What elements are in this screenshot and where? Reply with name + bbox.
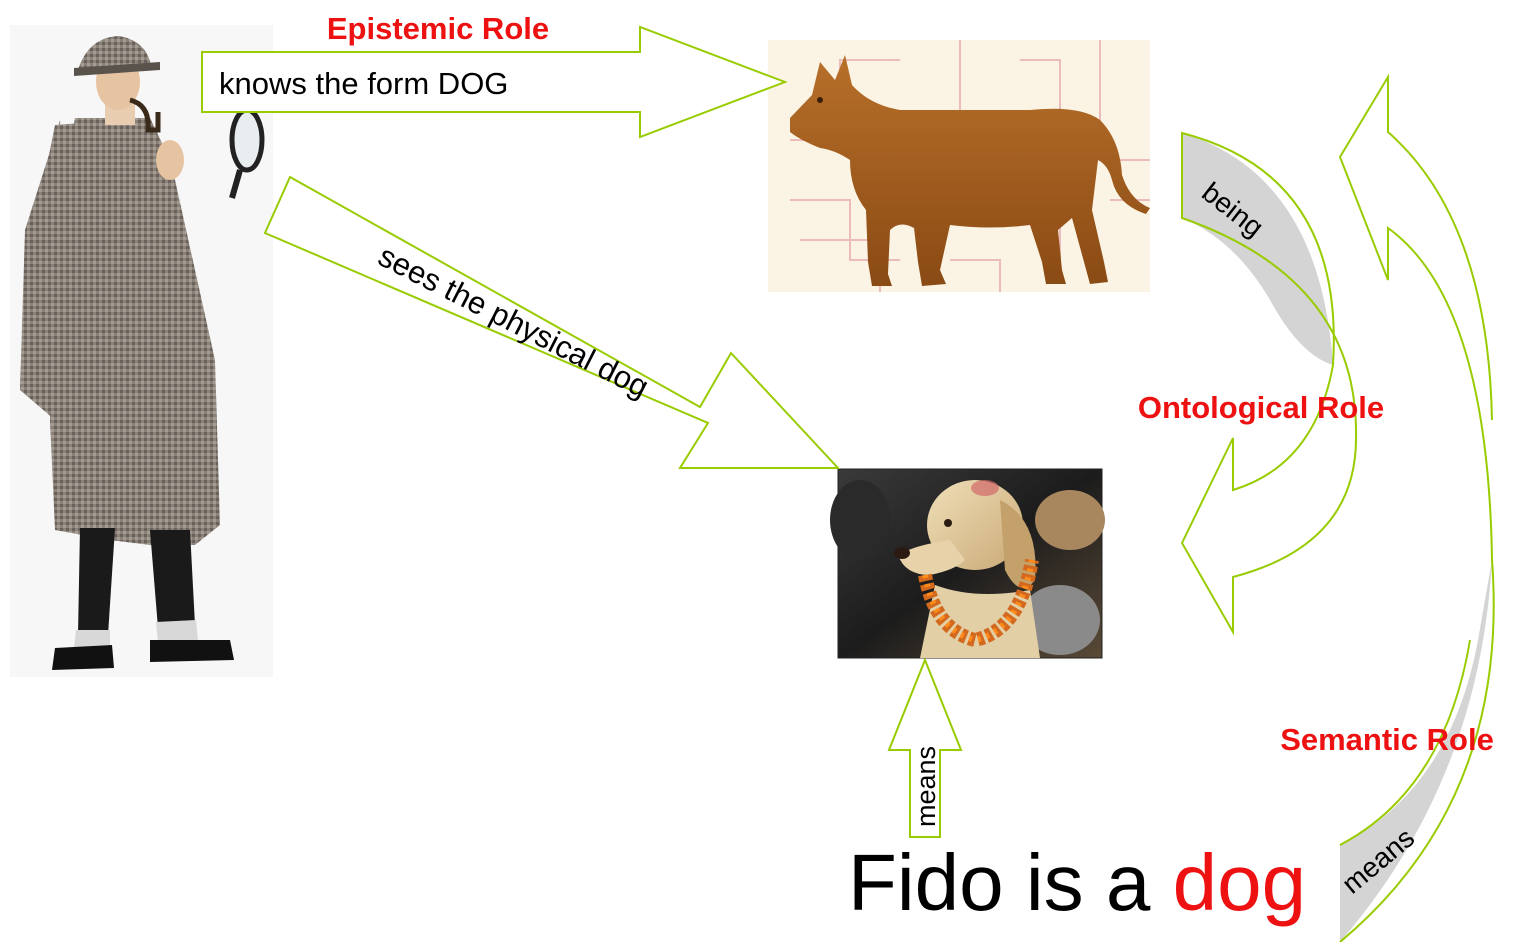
means-up-arrow (887, 657, 963, 838)
sees-arrow-label: sees the physical dog (373, 238, 655, 405)
semantic-role-title: Semantic Role (1280, 722, 1494, 757)
detective-figure (10, 25, 273, 677)
epistemic-arrow-label: knows the form DOG (219, 66, 508, 101)
epistemic-arrow (201, 25, 788, 139)
idealized-dog-drawing (768, 40, 1150, 292)
ontological-role-title: Ontological Role (1138, 390, 1384, 425)
sees-arrow (263, 175, 841, 469)
dog-photo (830, 468, 1105, 659)
sentence: Fido is a dog (848, 838, 1306, 927)
ontological-arrow (1180, 131, 1358, 636)
epistemic-role-title: Epistemic Role (327, 11, 549, 46)
sentence-part-plain: Fido is a (848, 838, 1173, 927)
sentence-part-dog: dog (1173, 838, 1306, 927)
semantic-arrow (1338, 73, 1495, 942)
means-up-label: means (911, 746, 941, 827)
